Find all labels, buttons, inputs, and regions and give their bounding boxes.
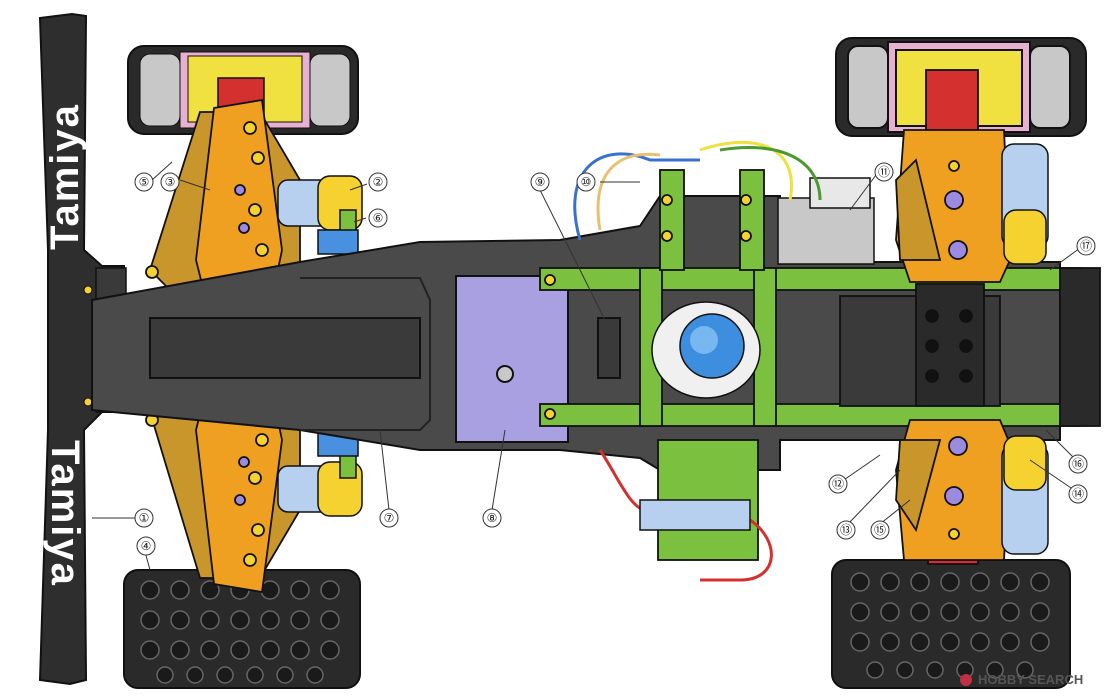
- callout-17: ⑰: [1080, 239, 1092, 253]
- watermark-logo-icon: [960, 674, 972, 686]
- callout-7: ⑦: [384, 511, 395, 525]
- callouts: [92, 161, 1081, 571]
- callout-5: ⑤: [139, 175, 150, 189]
- gearbox: [839, 283, 1001, 407]
- wing-brand-top: Tamiya: [43, 103, 87, 250]
- rear-bottom-tire: [123, 569, 361, 689]
- callout-13: ⑬: [840, 523, 852, 537]
- callout-4: ④: [141, 539, 152, 553]
- callout-6: ⑥: [373, 211, 384, 225]
- callout-9: ⑨: [535, 175, 546, 189]
- front-suspension: [895, 69, 1011, 565]
- wiring: [573, 140, 822, 582]
- callout-1: ①: [139, 511, 150, 525]
- callout-8: ⑧: [487, 511, 498, 525]
- driver-figure: [651, 301, 761, 399]
- watermark: HOBBY SEARCH: [960, 672, 1083, 687]
- callout-16: ⑯: [1072, 457, 1084, 471]
- front-bumper: [1059, 267, 1101, 427]
- rear-wing: Tamiya Tamiya: [38, 12, 127, 686]
- front-shocks: [1001, 143, 1049, 555]
- callout-3: ③: [165, 175, 176, 189]
- callout-12: ⑫: [832, 477, 844, 491]
- rear-suspension-arms: [145, 98, 301, 594]
- callout-15: ⑮: [874, 523, 886, 537]
- callout-11: ⑪: [878, 165, 890, 179]
- callout-labels: ⑤ ③ ② ⑥ ① ④ ⑦ ⑧ ⑨ ⑩ ⑪ ⑫ ⑬ ⑭ ⑮ ⑯ ⑰: [134, 162, 1096, 556]
- wing-brand-bottom: Tamiya: [43, 440, 87, 587]
- callout-2: ②: [373, 175, 384, 189]
- battery-connector: [639, 499, 751, 531]
- front-bottom-tire: [831, 559, 1071, 689]
- callout-10: ⑩: [581, 175, 592, 189]
- callout-14: ⑭: [1072, 487, 1084, 501]
- watermark-text: HOBBY SEARCH: [978, 672, 1083, 687]
